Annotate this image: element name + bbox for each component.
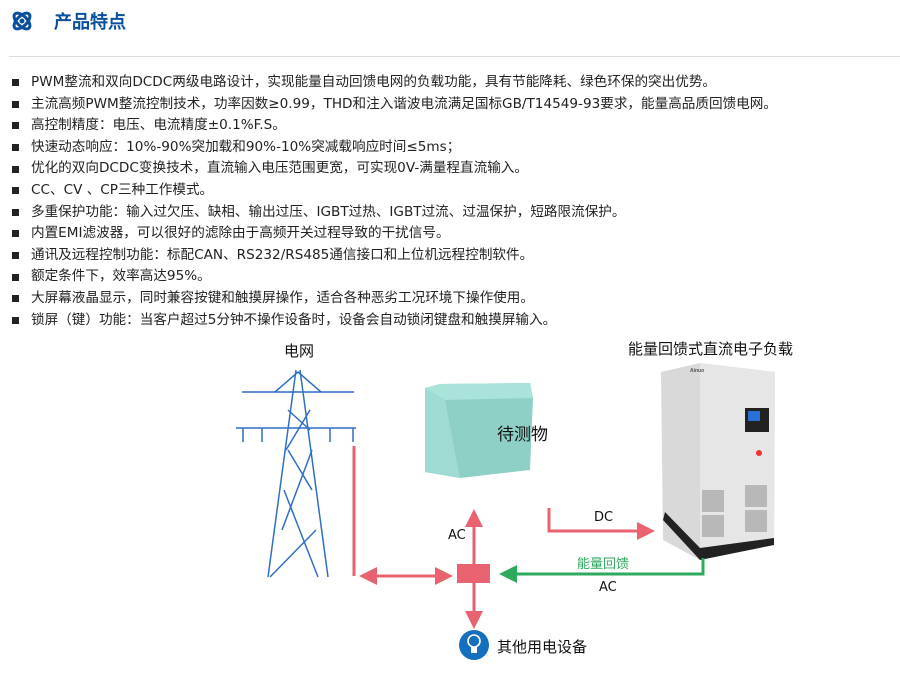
dc-label: DC	[594, 510, 614, 525]
feature-text: 主流高频PWM整流控制技术，功率因数≥0.99，THD和注入谐波电流满足国标GB…	[31, 95, 777, 112]
bullet-icon	[12, 252, 19, 260]
feature-text: 通讯及远程控制功能：标配CAN、RS232/RS485通信接口和上位机远程控制软…	[31, 246, 534, 263]
svg-text:Ainuo: Ainuo	[690, 368, 704, 374]
feature-item: 主流高频PWM整流控制技术，功率因数≥0.99，THD和注入谐波电流满足国标GB…	[12, 94, 777, 116]
equipment-label: 其他用电设备	[497, 638, 588, 656]
power-tower-icon	[236, 369, 356, 578]
feature-text: 锁屏（键）功能：当客户超过5分钟不操作设备时，设备会自动锁闭键盘和触摸屏输入。	[31, 311, 557, 328]
bullet-icon	[12, 230, 19, 238]
bullet-icon	[12, 100, 19, 108]
bullet-icon	[12, 187, 19, 195]
feature-text: 内置EMI滤波器，可以很好的滤除由于高频开关过程导致的干扰信号。	[31, 225, 450, 242]
bullet-icon	[12, 79, 19, 87]
feature-item: 额定条件下，效率高达95%。	[12, 266, 777, 288]
load-label: 能量回馈式直流电子负载	[628, 340, 794, 358]
feature-item: 优化的双向DCDC变换技术，直流输入电压范围更宽，可实现0V-满量程直流输入。	[12, 158, 777, 180]
bullet-icon	[12, 122, 19, 130]
grid-label: 电网	[284, 342, 315, 360]
light-bulb-icon	[459, 630, 489, 660]
feature-text: 额定条件下，效率高达95%。	[31, 268, 211, 285]
atom-logo-icon	[12, 11, 32, 31]
feature-list: PWM整流和双向DCDC两级电路设计，实现能量自动回馈电网的负载功能，具有节能降…	[12, 72, 777, 331]
electronic-load-cabinet: Ainuo	[661, 363, 775, 560]
bullet-icon	[12, 273, 19, 281]
feature-item: 高控制精度：电压、电流精度±0.1%F.S。	[12, 115, 777, 137]
feedback-label: 能量回馈	[577, 557, 630, 572]
bullet-icon	[12, 144, 19, 152]
feature-item: PWM整流和双向DCDC两级电路设计，实现能量自动回馈电网的负载功能，具有节能降…	[12, 72, 777, 94]
bullet-icon	[12, 165, 19, 173]
ac-feedback-label: AC	[599, 580, 617, 595]
section-header: 产品特点	[10, 6, 126, 36]
feature-text: PWM整流和双向DCDC两级电路设计，实现能量自动回馈电网的负载功能，具有节能降…	[31, 74, 717, 90]
feature-item: 通讯及远程控制功能：标配CAN、RS232/RS485通信接口和上位机远程控制软…	[12, 245, 777, 267]
feature-item: 大屏幕液晶显示，同时兼容按键和触摸屏操作，适合各种恶劣工况环境下操作使用。	[12, 288, 777, 310]
feature-text: 快速动态响应：10%-90%突加载和90%-10%突减载响应时间≤5ms；	[31, 138, 461, 155]
bullet-icon	[12, 316, 19, 324]
feature-item: 快速动态响应：10%-90%突加载和90%-10%突减载响应时间≤5ms；	[12, 137, 777, 159]
feature-item: CC、CV 、CP三种工作模式。	[12, 180, 777, 202]
divider	[9, 56, 900, 57]
dut-label: 待测物	[497, 425, 548, 445]
feature-text: 多重保护功能：输入过欠压、缺相、输出过压、IGBT过热、IGBT过流、过温保护，…	[31, 203, 626, 220]
ac-up-label: AC	[448, 528, 466, 543]
feature-item: 锁屏（键）功能：当客户超过5分钟不操作设备时，设备会自动锁闭键盘和触摸屏输入。	[12, 310, 777, 332]
distribution-node	[457, 564, 490, 583]
feature-item: 多重保护功能：输入过欠压、缺相、输出过压、IGBT过热、IGBT过流、过温保护，…	[12, 202, 777, 224]
feature-text: 高控制精度：电压、电流精度±0.1%F.S。	[31, 117, 286, 134]
feature-item: 内置EMI滤波器，可以很好的滤除由于高频开关过程导致的干扰信号。	[12, 223, 777, 245]
feature-text: CC、CV 、CP三种工作模式。	[31, 181, 214, 198]
feature-text: 优化的双向DCDC变换技术，直流输入电压范围更宽，可实现0V-满量程直流输入。	[31, 160, 528, 177]
device-under-test-box	[425, 383, 533, 478]
bullet-icon	[12, 295, 19, 303]
section-title: 产品特点	[54, 12, 126, 33]
feature-text: 大屏幕液晶显示，同时兼容按键和触摸屏操作，适合各种恶劣工况环境下操作使用。	[31, 289, 534, 306]
bullet-icon	[12, 208, 19, 216]
